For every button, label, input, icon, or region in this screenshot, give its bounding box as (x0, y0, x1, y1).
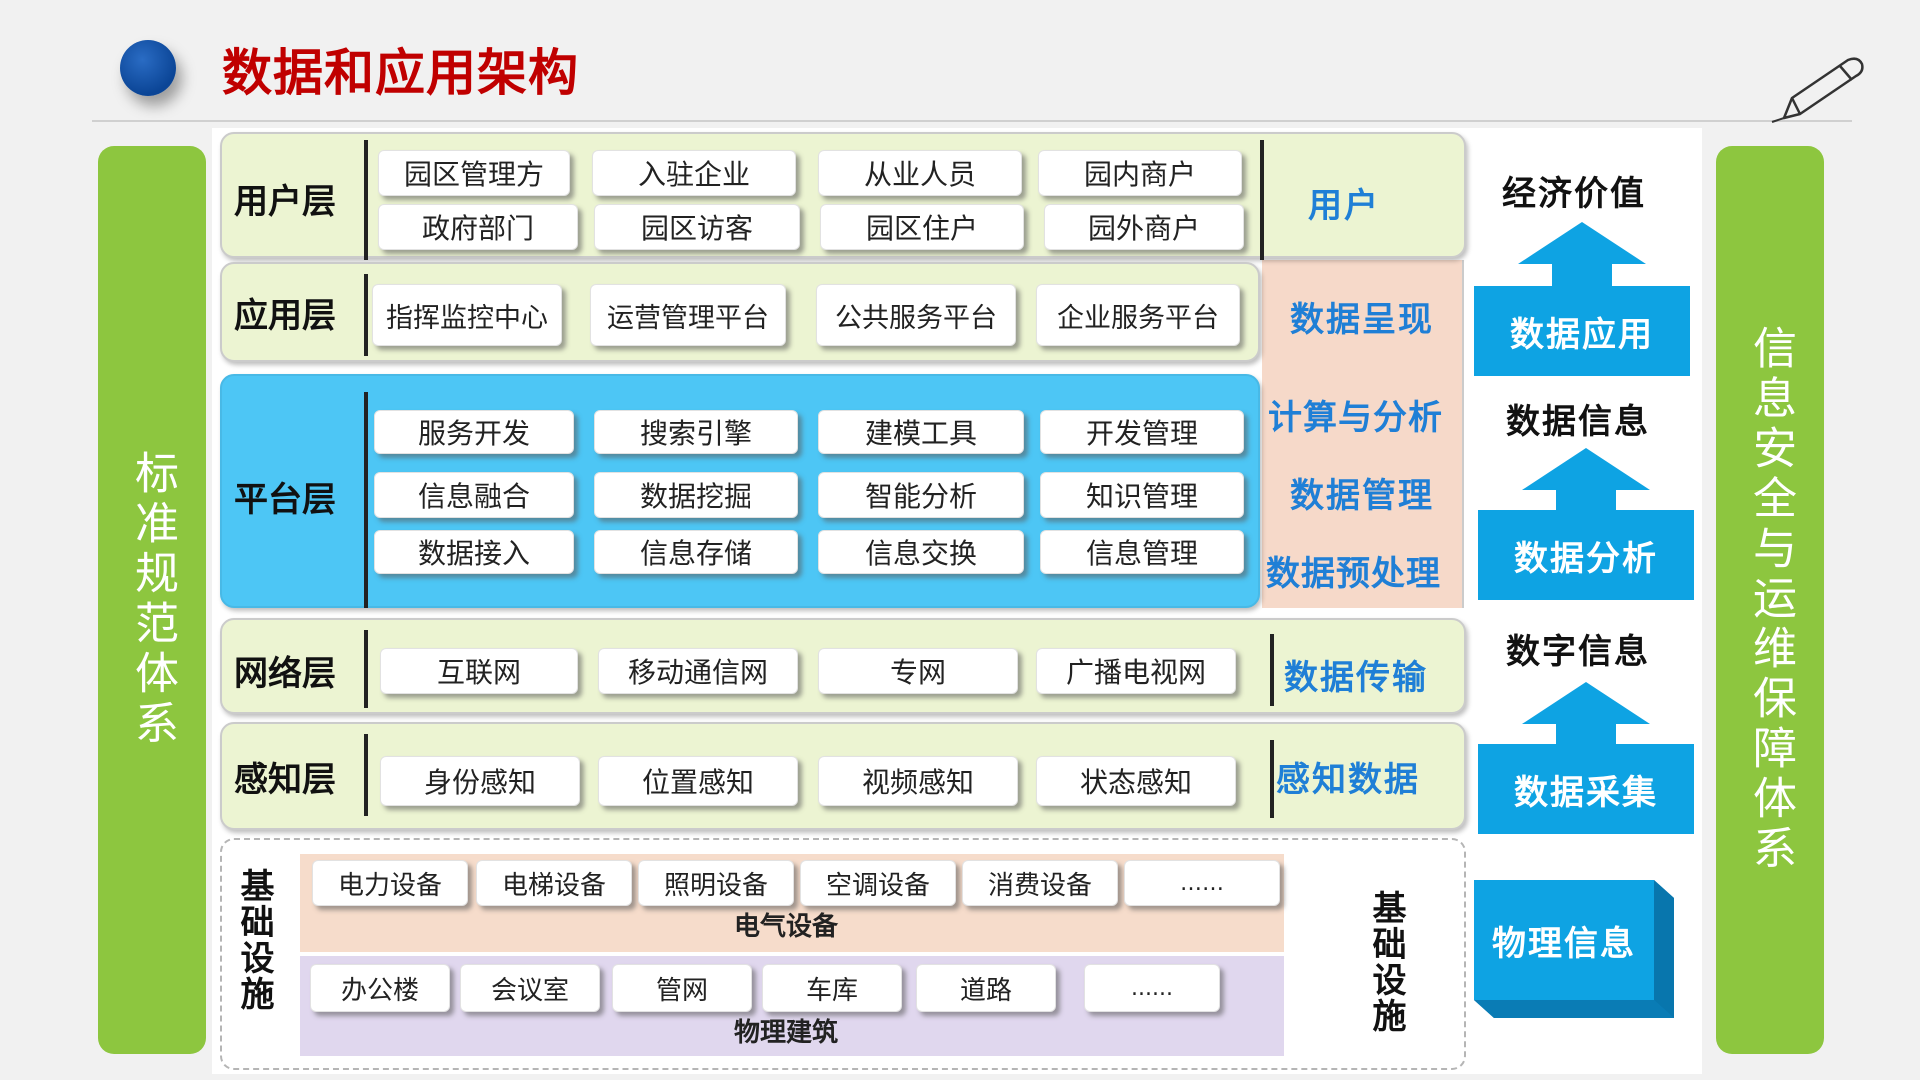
layer-title-app: 应用层 (234, 296, 336, 336)
electrical-item: 空调设备 (800, 860, 956, 906)
layer-title-network: 网络层 (234, 654, 336, 694)
building-item: 道路 (916, 964, 1056, 1012)
layer-title-platform: 平台层 (234, 480, 336, 520)
platform-item: 搜索引擎 (594, 410, 798, 454)
flow-label-data-info: 数据信息 (1506, 402, 1650, 442)
layer-title-sensing: 感知层 (234, 760, 336, 800)
layer-label-preprocess: 数据预处理 (1266, 554, 1441, 594)
platform-item: 数据挖掘 (594, 472, 798, 518)
arrow-up-icon (1522, 448, 1650, 512)
building-item: 管网 (612, 964, 752, 1012)
electrical-item: 消费设备 (962, 860, 1118, 906)
flow-box-app: 数据应用 (1474, 286, 1690, 376)
layer-divider (364, 140, 368, 260)
platform-item: 数据接入 (374, 530, 574, 574)
electrical-item: 照明设备 (638, 860, 794, 906)
sensing-item: 状态感知 (1036, 756, 1236, 806)
infrastructure-title-right: 基础设施 (1366, 890, 1406, 1034)
layer-label-user: 用户 (1308, 186, 1380, 226)
app-item: 运营管理平台 (590, 284, 786, 346)
platform-item: 智能分析 (818, 472, 1024, 518)
arrow-up-icon (1518, 222, 1646, 286)
electrical-item: 电力设备 (312, 860, 468, 906)
layer-divider (364, 392, 368, 608)
layer-divider (1270, 634, 1274, 706)
user-item: 入驻企业 (592, 150, 796, 196)
user-item: 园外商户 (1044, 204, 1244, 250)
user-item: 园内商户 (1038, 150, 1242, 196)
app-item: 指挥监控中心 (372, 284, 562, 346)
platform-item: 信息交换 (818, 530, 1024, 574)
security-pillar: 信息安全与运维保障体系 (1716, 146, 1824, 1054)
platform-item: 信息存储 (594, 530, 798, 574)
physical-info-box-3d (1474, 880, 1674, 1018)
flow-top-label: 经济价值 (1502, 174, 1646, 214)
platform-item: 信息管理 (1040, 530, 1244, 574)
page-title: 数据和应用架构 (222, 44, 579, 102)
user-item: 从业人员 (818, 150, 1022, 196)
sensing-item: 视频感知 (818, 756, 1018, 806)
header-dot-icon (120, 40, 176, 96)
flow-box-collect: 数据采集 (1478, 744, 1694, 834)
layer-title-user: 用户层 (234, 182, 336, 222)
arrow-up-icon (1522, 682, 1650, 746)
label-column-bg (1262, 260, 1464, 608)
user-item: 政府部门 (378, 204, 578, 250)
electrical-item: …… (1124, 860, 1280, 906)
layer-label-sensing: 感知数据 (1276, 760, 1420, 800)
layer-divider (1260, 140, 1264, 260)
layer-label-compute: 计算与分析 (1268, 398, 1443, 438)
network-item: 移动通信网 (598, 648, 798, 694)
layer-label-manage: 数据管理 (1290, 476, 1434, 516)
platform-item: 知识管理 (1040, 472, 1244, 518)
flow-box-analysis: 数据分析 (1478, 510, 1694, 600)
sensing-item: 身份感知 (380, 756, 580, 806)
flow-box-physical: 物理信息 (1492, 923, 1636, 964)
building-item: ...... (1084, 964, 1220, 1012)
building-item: 车库 (762, 964, 902, 1012)
platform-item: 开发管理 (1040, 410, 1244, 454)
standards-pillar: 标准规范体系 (98, 146, 206, 1054)
sensing-item: 位置感知 (598, 756, 798, 806)
platform-item: 建模工具 (818, 410, 1024, 454)
electrical-label: 电气设备 (734, 912, 839, 942)
layer-label-app: 数据呈现 (1290, 300, 1434, 340)
building-item: 办公楼 (310, 964, 450, 1012)
app-item: 企业服务平台 (1036, 284, 1240, 346)
platform-item: 服务开发 (374, 410, 574, 454)
layer-divider (364, 630, 368, 708)
flow-label-digital-info: 数字信息 (1506, 632, 1650, 672)
user-item: 园区访客 (594, 204, 800, 250)
header-divider (92, 120, 1852, 122)
pen-icon (1771, 57, 1864, 123)
electrical-item: 电梯设备 (476, 860, 632, 906)
layer-divider (364, 274, 368, 356)
building-item: 会议室 (460, 964, 600, 1012)
layer-divider (1270, 740, 1274, 818)
network-item: 互联网 (380, 648, 578, 694)
network-item: 专网 (818, 648, 1018, 694)
infrastructure-title: 基础设施 (234, 868, 274, 1012)
layer-divider (364, 734, 368, 816)
network-item: 广播电视网 (1036, 648, 1236, 694)
user-item: 园区住户 (820, 204, 1024, 250)
app-item: 公共服务平台 (816, 284, 1016, 346)
platform-item: 信息融合 (374, 472, 574, 518)
user-item: 园区管理方 (378, 150, 570, 196)
layer-label-network: 数据传输 (1284, 658, 1428, 698)
buildings-label: 物理建筑 (734, 1018, 839, 1048)
